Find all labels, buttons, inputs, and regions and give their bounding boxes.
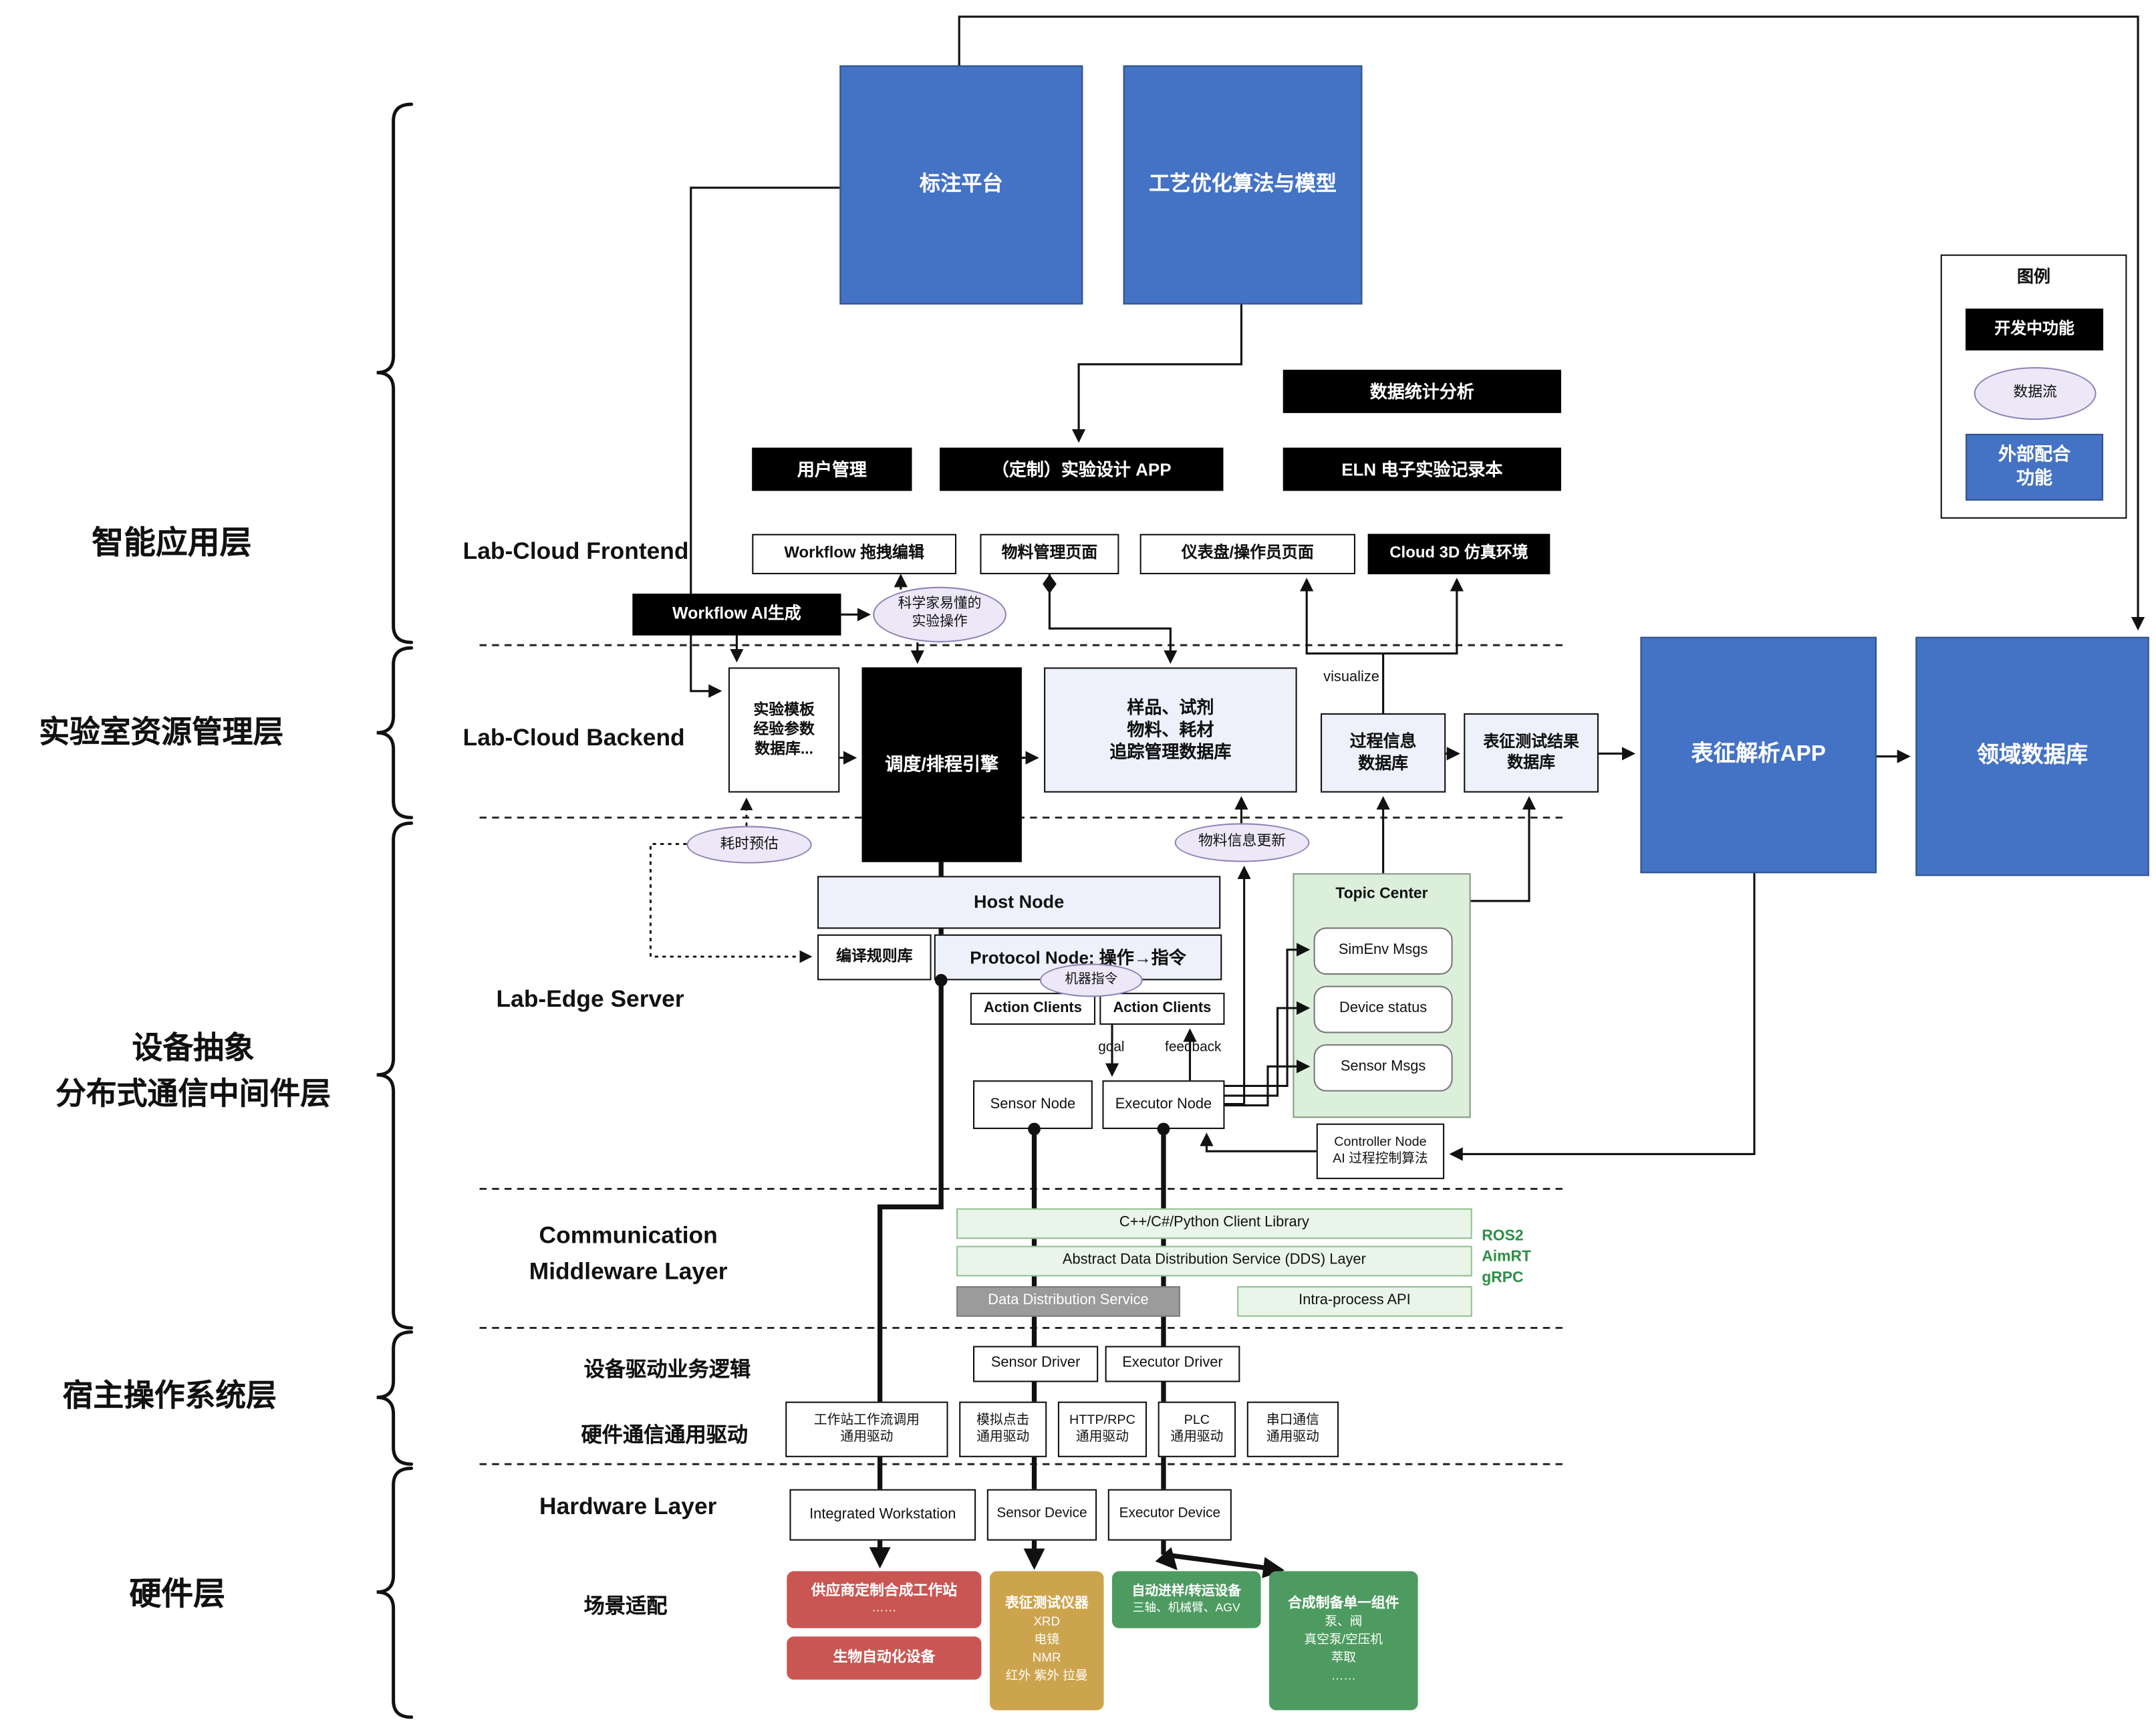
- section-label-hardware: Hardware Layer: [539, 1493, 717, 1520]
- driver-logic-label: 设备驱动业务逻辑: [583, 1358, 751, 1382]
- layer-label-host-os: 宿主操作系统层: [62, 1378, 277, 1413]
- brace-intelligent-app: [376, 102, 414, 644]
- stats-analysis-node: 数据统计分析: [1283, 370, 1561, 413]
- transfer-equipment-node: 自动进样/转运设备 三轴、机械臂、AGV: [1112, 1571, 1261, 1628]
- section-label-backend: Lab-Cloud Backend: [462, 724, 685, 751]
- synthesis-components-title: 合成制备单一组件: [1288, 1595, 1399, 1611]
- layer-label-lab-resource: 实验室资源管理层: [39, 715, 284, 750]
- brace-host-os: [376, 1330, 414, 1466]
- topic-center-panel: Topic Center SimEnv Msgs Device status S…: [1293, 873, 1471, 1118]
- char-instruments-node: 表征测试仪器 XRD 电镜 NMR 红外 紫外 拉曼: [989, 1571, 1104, 1711]
- section-label-edge: Lab-Edge Server: [496, 985, 684, 1013]
- vendor-workstation-title: 供应商定制合成工作站: [811, 1582, 958, 1600]
- topic-center-title: Topic Center: [1335, 885, 1428, 902]
- legend-dataflow: 数据流: [1974, 367, 2097, 420]
- time-estimate-ellipse: 耗时预估: [686, 826, 812, 864]
- visualize-label: visualize: [1323, 668, 1379, 686]
- scientist-ops-ellipse: 科学家易懂的 实验操作: [873, 586, 1006, 642]
- drv-click-node: 模拟点击 通用驱动: [959, 1401, 1047, 1457]
- action-clients-2: Action Clients: [1099, 993, 1225, 1025]
- simenv-msgs-node: SimEnv Msgs: [1313, 927, 1453, 975]
- brace-lab-resource: [376, 646, 414, 820]
- char-analysis-app-node: 表征解析APP: [1640, 636, 1877, 874]
- workflow-ai-node: Workflow AI生成: [632, 594, 841, 636]
- brace-hardware: [376, 1466, 414, 1719]
- scheduler-node: 调度/排程引擎: [861, 667, 1022, 862]
- compile-rules-node: 编译规则库: [817, 934, 932, 981]
- feedback-label: feedback: [1165, 1039, 1222, 1056]
- layer-braces: [376, 102, 414, 1719]
- action-clients-1: Action Clients: [970, 993, 1096, 1025]
- material-page-node: 物料管理页面: [980, 533, 1119, 575]
- executor-device-node: Executor Device: [1107, 1489, 1232, 1541]
- sensor-msgs-node: Sensor Msgs: [1313, 1044, 1453, 1092]
- eln-node: ELN 电子实验记录本: [1283, 447, 1561, 491]
- legend: 图例 开发中功能 数据流 外部配合 功能: [1940, 254, 2127, 519]
- drv-workstation-node: 工作站工作流调用 通用驱动: [785, 1401, 948, 1457]
- process-optimization-node: 工艺优化算法与模型: [1123, 65, 1363, 305]
- middleware-stacks-label: ROS2 AimRT gRPC: [1482, 1227, 1532, 1286]
- process-info-db-node: 过程信息 数据库: [1320, 713, 1446, 793]
- char-instruments-title: 表征测试仪器: [1004, 1595, 1089, 1611]
- protocol-node: Protocol Node: 操作→指令: [934, 934, 1222, 981]
- controller-node: Controller Node AI 过程控制算法: [1316, 1123, 1445, 1179]
- section-label-comm: Communication Middleware Layer: [529, 1222, 728, 1285]
- cloud-3d-node: Cloud 3D 仿真环境: [1367, 533, 1551, 575]
- dds-abstract-bar: Abstract Data Distribution Service (DDS)…: [956, 1245, 1472, 1277]
- edge-annotation-to-templatedb: [690, 187, 840, 698]
- synthesis-components-node: 合成制备单一组件 泵、阀 真空泵/空压机 萃取 ……: [1269, 1571, 1418, 1711]
- vendor-workstation-more: ……: [871, 1601, 897, 1615]
- dashboard-page-node: 仪表盘/操作员页面: [1139, 533, 1355, 575]
- executor-driver-node: Executor Driver: [1105, 1346, 1240, 1382]
- scene-label: 场景适配: [583, 1594, 668, 1619]
- machine-instruction-ellipse: 机器指令: [1039, 963, 1143, 997]
- hw-comm-label: 硬件通信通用驱动: [581, 1423, 749, 1448]
- client-library-bar: C++/C#/Python Client Library: [956, 1208, 1472, 1239]
- intra-process-api-bar: Intra-process API: [1237, 1285, 1472, 1317]
- layer-label-intelligent-app: 智能应用层: [92, 524, 252, 561]
- custom-experiment-app-node: （定制）实验设计 APP: [940, 447, 1224, 491]
- sensor-device-node: Sensor Device: [986, 1489, 1097, 1541]
- brace-device-abstraction: [376, 821, 414, 1330]
- material-update-ellipse: 物料信息更新: [1174, 823, 1310, 862]
- transfer-equipment-items: 三轴、机械臂、AGV: [1132, 1600, 1240, 1615]
- bus-executor-arrow2: [1163, 1552, 1285, 1578]
- legend-external: 外部配合 功能: [1966, 433, 2104, 501]
- device-status-node: Device status: [1313, 985, 1453, 1033]
- bus-workstation: [869, 862, 944, 1569]
- char-instruments-items: XRD 电镜 NMR 红外 紫外 拉曼: [1005, 1614, 1088, 1683]
- layer-label-device-abstraction: 设备抽象 分布式通信中间件层: [55, 1030, 331, 1111]
- synthesis-components-items: 泵、阀 真空泵/空压机 萃取 ……: [1304, 1614, 1383, 1683]
- goal-label: goal: [1098, 1039, 1125, 1056]
- dds-service-bar: Data Distribution Service: [956, 1285, 1180, 1317]
- sensor-node: Sensor Node: [973, 1080, 1093, 1129]
- annotation-platform-node: 标注平台: [839, 65, 1083, 305]
- layer-label-hardware: 硬件层: [129, 1575, 225, 1612]
- drv-http-node: HTTP/RPC 通用驱动: [1057, 1401, 1147, 1457]
- vendor-workstation-node: 供应商定制合成工作站 ……: [787, 1571, 982, 1628]
- legend-title: 图例: [2017, 267, 2050, 287]
- template-db-node: 实验模板 经验参数 数据库...: [728, 667, 840, 793]
- bio-automation-node: 生物自动化设备: [787, 1636, 982, 1680]
- legend-developing: 开发中功能: [1966, 308, 2104, 351]
- drv-plc-node: PLC 通用驱动: [1158, 1401, 1236, 1457]
- domain-db-node: 领域数据库: [1915, 636, 2149, 876]
- drv-serial-node: 串口通信 通用驱动: [1246, 1401, 1339, 1457]
- executor-node: Executor Node: [1102, 1080, 1225, 1129]
- integrated-workstation-node: Integrated Workstation: [789, 1489, 976, 1541]
- sensor-driver-node: Sensor Driver: [973, 1346, 1099, 1382]
- host-node: Host Node: [817, 876, 1221, 929]
- user-management-node: 用户管理: [752, 447, 912, 491]
- sample-db-node: 样品、试剂 物料、耗材 追踪管理数据库: [1044, 667, 1297, 793]
- workflow-drag-edit-node: Workflow 拖拽编辑: [752, 533, 957, 575]
- char-result-db-node: 表征测试结果 数据库: [1464, 713, 1599, 793]
- section-label-frontend: Lab-Cloud Frontend: [462, 537, 689, 565]
- transfer-equipment-title: 自动进样/转运设备: [1131, 1584, 1242, 1599]
